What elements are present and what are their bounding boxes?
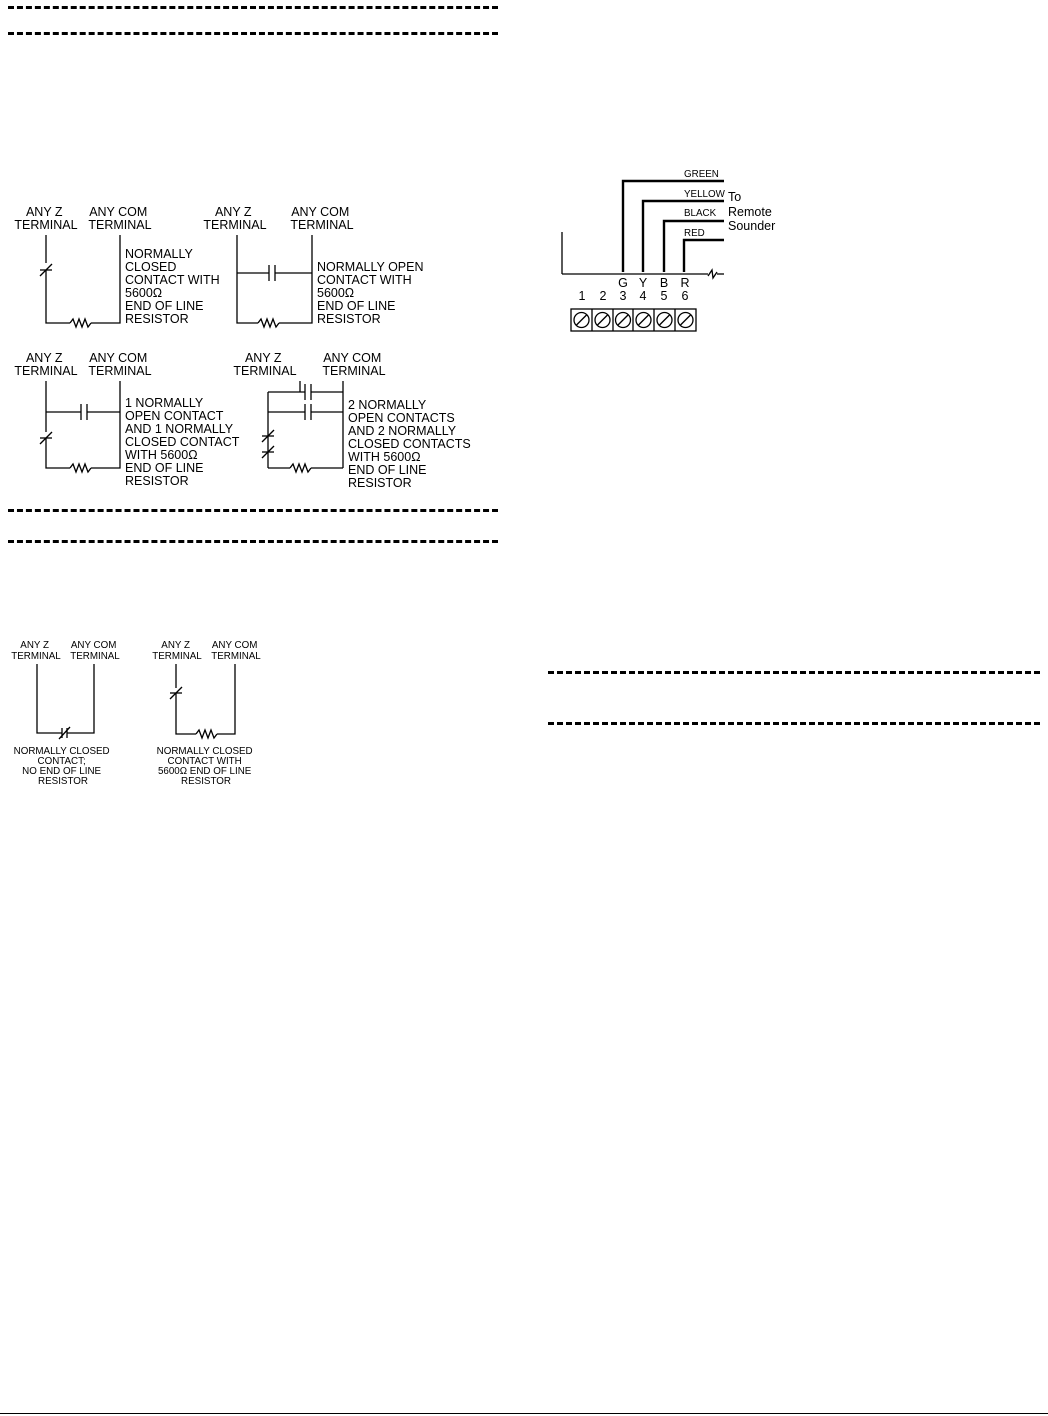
- wiring-2no-2nc-eol: ANY Z TERMINAL ANY COM TERMINAL 2 NORMAL…: [233, 351, 474, 490]
- svg-text:2: 2: [600, 289, 607, 303]
- wiring-caption: 2 NORMALLY OPEN CONTACTS AND 2 NORMALLY …: [348, 398, 474, 490]
- terminal-screw-icon: [594, 311, 611, 329]
- page-footer-rule: [0, 1413, 1048, 1414]
- com-terminal-label: ANY COM TERMINAL: [322, 351, 385, 378]
- z-terminal-label: ANY Z TERMINAL: [233, 351, 296, 378]
- terminal-letters: G Y B R: [618, 276, 689, 290]
- svg-text:4: 4: [640, 289, 647, 303]
- sounder-destination-label: To Remote Sounder: [728, 190, 775, 233]
- svg-text:1: 1: [579, 289, 586, 303]
- wiring-caption: NORMALLY OPEN CONTACT WITH 5600Ω END OF …: [317, 260, 427, 326]
- svg-text:G: G: [618, 276, 628, 290]
- wire-color-label: GREEN: [684, 169, 719, 180]
- wire-color-label: BLACK: [684, 208, 717, 219]
- com-terminal-label: ANY COM TERMINAL: [88, 205, 151, 232]
- nc-contact-symbol: [261, 429, 275, 443]
- z-terminal-label: ANY Z TERMINAL: [152, 640, 202, 662]
- svg-text:B: B: [660, 276, 668, 290]
- z-terminal-label: ANY Z TERMINAL: [11, 640, 61, 662]
- wiring-caption: NORMALLY CLOSED CONTACT; NO END OF LINE …: [14, 746, 113, 787]
- z-terminal-label: ANY Z TERMINAL: [203, 205, 266, 232]
- section-divider: [548, 671, 1040, 674]
- section-divider: [8, 32, 498, 35]
- wire-color-label: YELLOW: [684, 189, 726, 200]
- com-terminal-label: ANY COM TERMINAL: [88, 351, 151, 378]
- section-divider: [8, 540, 498, 543]
- wiring-caption: 1 NORMALLY OPEN CONTACT AND 1 NORMALLY C…: [125, 396, 243, 488]
- resistor-symbol: [257, 317, 280, 329]
- resistor-symbol: [69, 317, 92, 329]
- com-terminal-label: ANY COM TERMINAL: [70, 640, 120, 662]
- wiring-nc-no-eol: ANY Z TERMINAL ANY COM TERMINAL NORMALLY…: [11, 640, 120, 787]
- svg-text:6: 6: [682, 289, 689, 303]
- wiring-no-eol: ANY Z TERMINAL ANY COM TERMINAL NORMALLY…: [203, 205, 427, 329]
- wiring-nc-eol-small: ANY Z TERMINAL ANY COM TERMINAL NORMALLY…: [152, 640, 261, 787]
- resistor-symbol: [289, 462, 312, 474]
- wiring-caption: NORMALLY CLOSED CONTACT WITH 5600Ω END O…: [125, 247, 223, 326]
- nc-wiring-diagram: ANY Z TERMINAL ANY COM TERMINAL NORMALLY…: [11, 640, 261, 787]
- terminal-screw-icon: [656, 311, 673, 329]
- com-terminal-label: ANY COM TERMINAL: [211, 640, 261, 662]
- section-divider: [8, 6, 498, 9]
- wiring-caption: NORMALLY CLOSED CONTACT WITH 5600Ω END O…: [157, 746, 256, 787]
- break-symbol: [707, 268, 718, 280]
- svg-text:5: 5: [661, 289, 668, 303]
- remote-sounder-diagram: GREEN YELLOW BLACK RED To Remote Sounder…: [561, 169, 775, 332]
- terminal-screw-icon: [635, 311, 652, 329]
- wire-color-label: RED: [684, 228, 705, 239]
- terminal-numbers: 1 2 3 4 5 6: [579, 289, 689, 303]
- svg-text:3: 3: [620, 289, 627, 303]
- section-divider: [8, 509, 498, 512]
- svg-text:Y: Y: [639, 276, 648, 290]
- wiring-1no-1nc-eol: ANY Z TERMINAL ANY COM TERMINAL 1 NORMAL…: [14, 351, 243, 488]
- zone-wiring-diagram: ANY Z TERMINAL ANY COM TERMINAL NORMALLY…: [14, 205, 474, 490]
- resistor-symbol: [195, 728, 218, 740]
- terminal-block: [570, 308, 697, 332]
- section-divider: [548, 722, 1040, 725]
- z-terminal-label: ANY Z TERMINAL: [14, 205, 77, 232]
- terminal-screw-icon: [614, 311, 632, 329]
- nc-contact-symbol: [261, 445, 275, 459]
- terminal-screw-icon: [573, 311, 590, 329]
- sounder-wires: [621, 179, 724, 272]
- svg-text:R: R: [680, 276, 689, 290]
- com-terminal-label: ANY COM TERMINAL: [290, 205, 353, 232]
- terminal-screw-icon: [677, 311, 694, 329]
- wiring-nc-eol: ANY Z TERMINAL ANY COM TERMINAL NORMALLY…: [14, 205, 223, 329]
- resistor-symbol: [69, 462, 92, 474]
- z-terminal-label: ANY Z TERMINAL: [14, 351, 77, 378]
